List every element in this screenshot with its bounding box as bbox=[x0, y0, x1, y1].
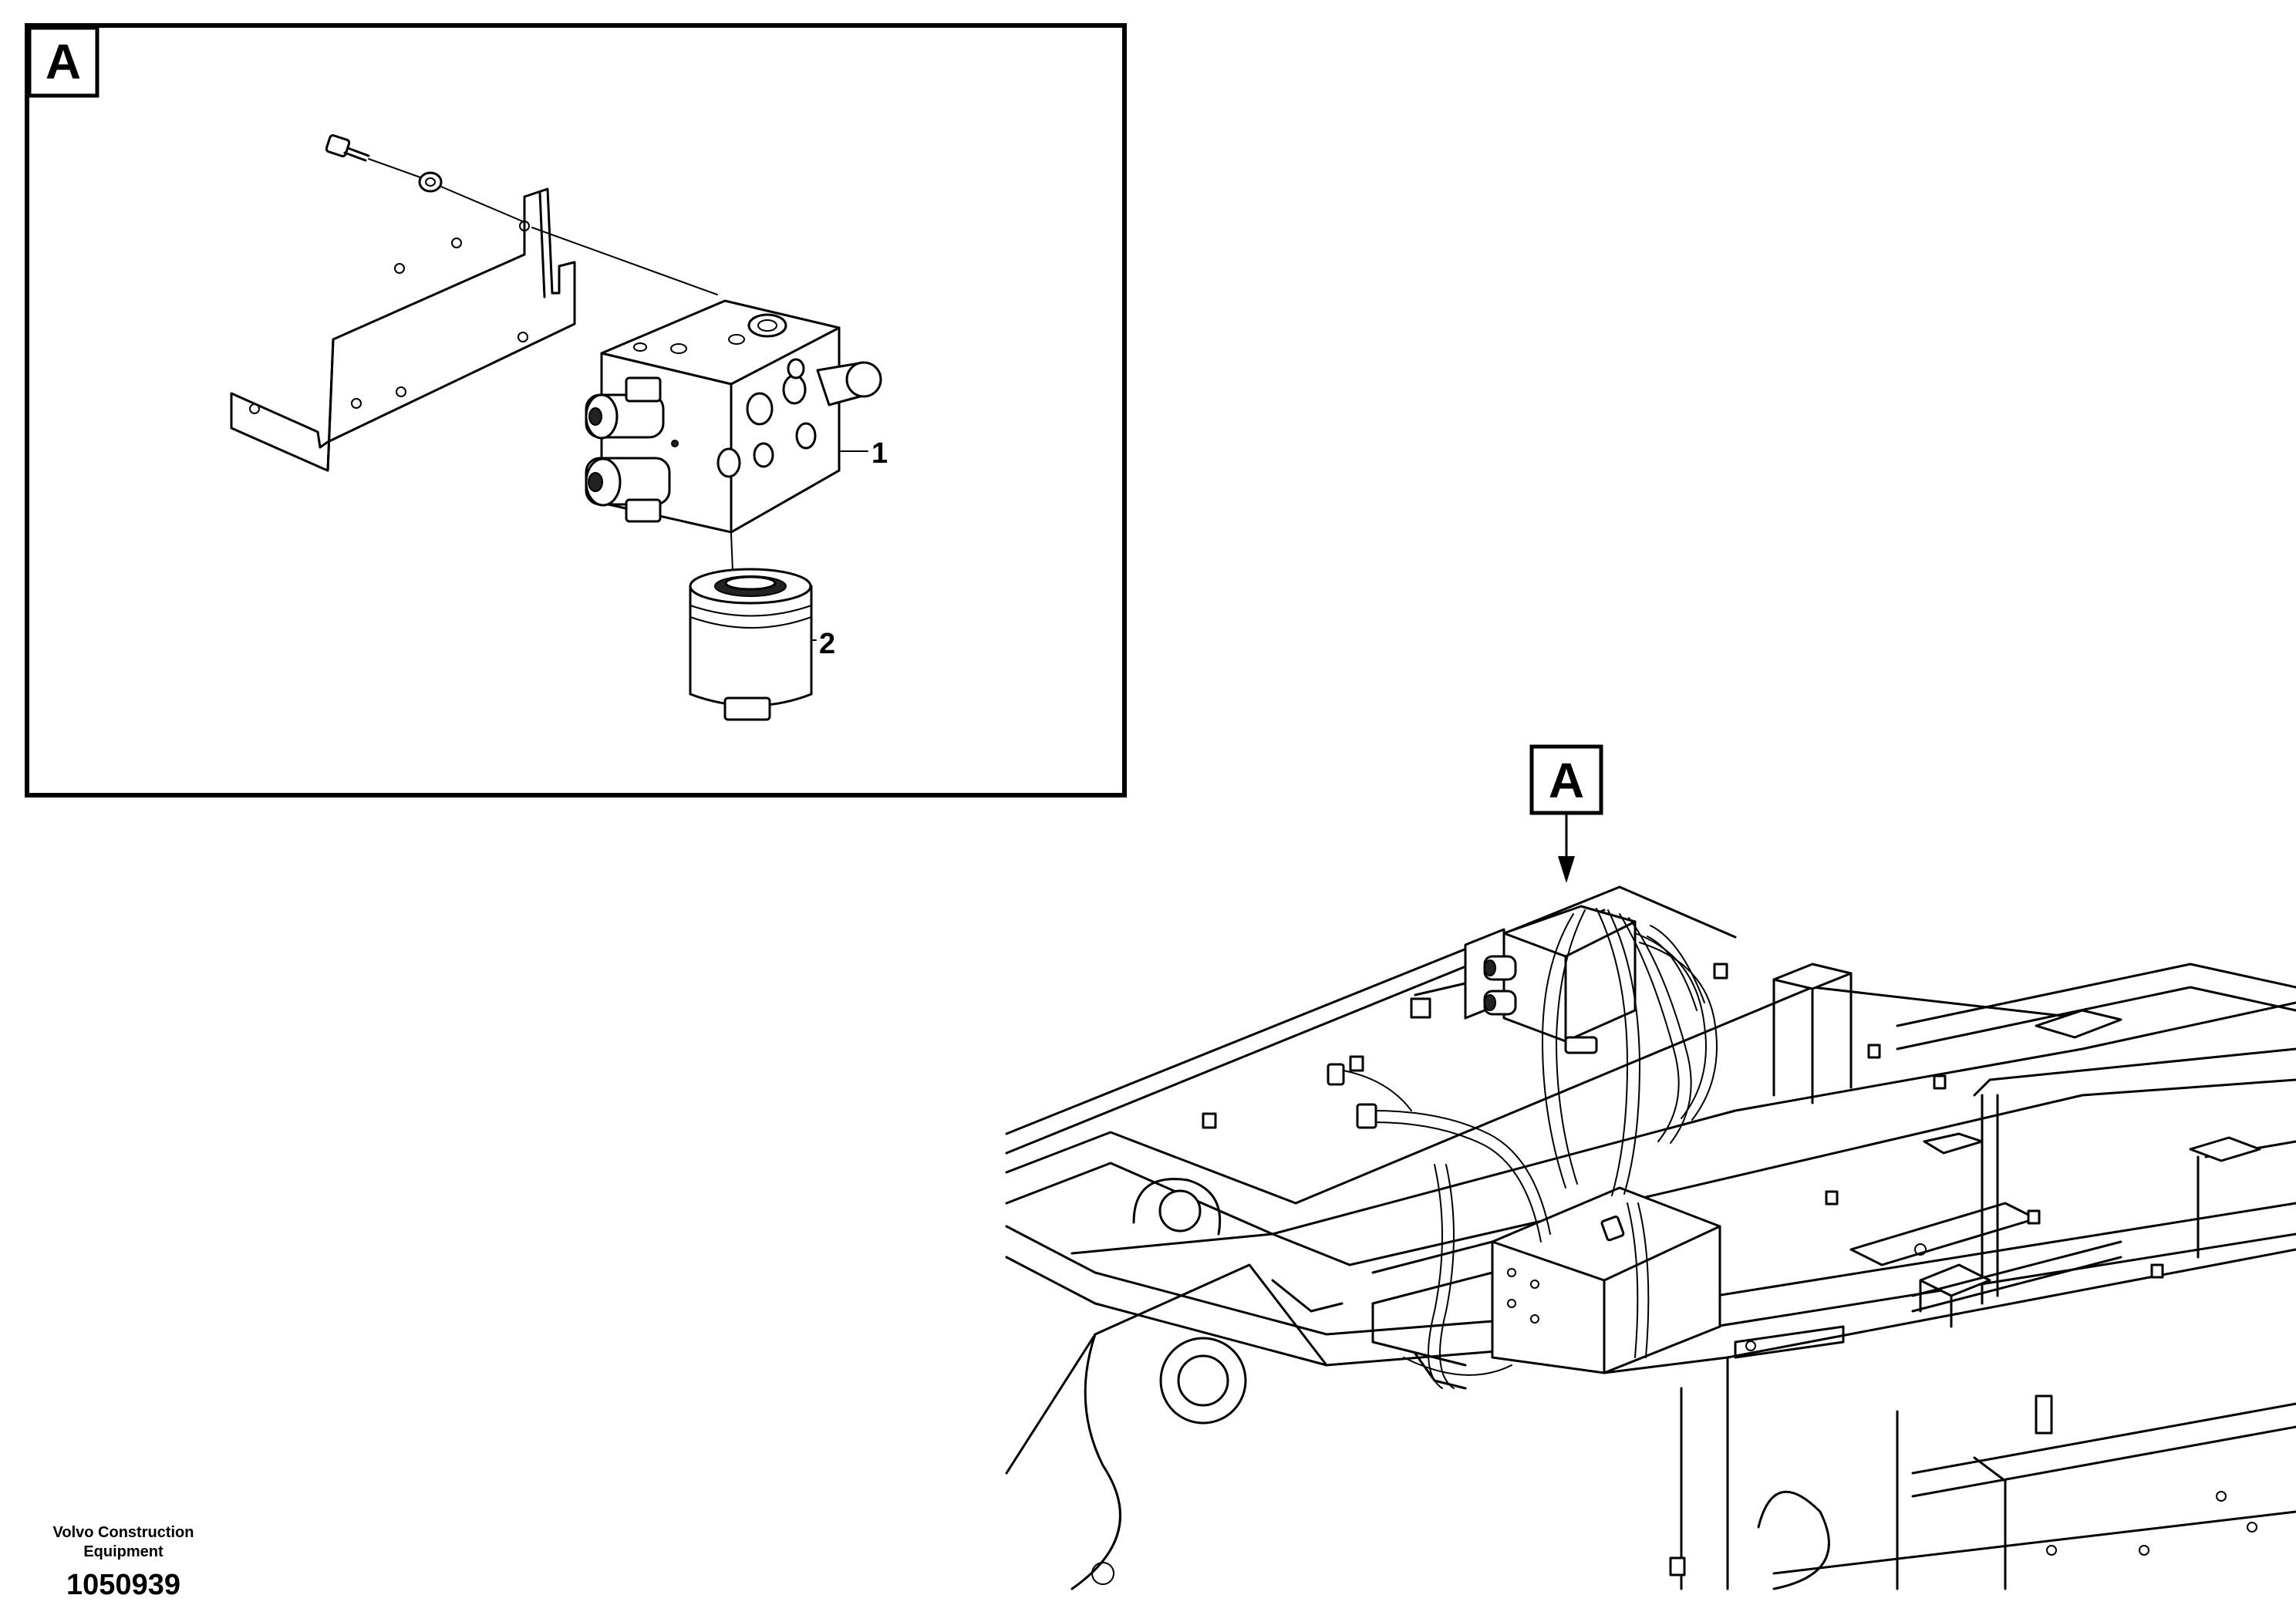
mounting-bracket bbox=[230, 187, 576, 472]
detail-frame bbox=[25, 23, 1127, 798]
filter-leader bbox=[730, 533, 733, 572]
detail-label-box bbox=[27, 25, 99, 98]
housing-box bbox=[1371, 1186, 1721, 1374]
overview-label: A bbox=[1549, 753, 1584, 808]
manufacturer-line-1: Volvo Construction bbox=[52, 1524, 194, 1541]
callout-2: 2 bbox=[819, 628, 835, 660]
detail-label: A bbox=[46, 34, 81, 89]
filter bbox=[689, 568, 813, 721]
boom-mount bbox=[1005, 1178, 1344, 1590]
lower-brackets bbox=[1371, 1132, 1984, 1390]
overview-pointer-head bbox=[1558, 856, 1575, 883]
footer: Volvo Construction Equipment 1050939 bbox=[31, 1523, 216, 1603]
drawing-number: 1050939 bbox=[66, 1569, 180, 1601]
hoses bbox=[1327, 908, 1718, 1389]
bolt-leader bbox=[368, 158, 525, 223]
detail-view-a: A bbox=[25, 23, 1127, 798]
mounted-valve bbox=[1410, 905, 1637, 1054]
valve-block bbox=[585, 299, 882, 534]
bracket-leader bbox=[531, 227, 718, 295]
overview-view: A bbox=[1005, 744, 2296, 1590]
bolt bbox=[325, 134, 443, 193]
callout-1: 1 bbox=[872, 437, 888, 470]
manufacturer-line-2: Equipment bbox=[83, 1543, 164, 1560]
